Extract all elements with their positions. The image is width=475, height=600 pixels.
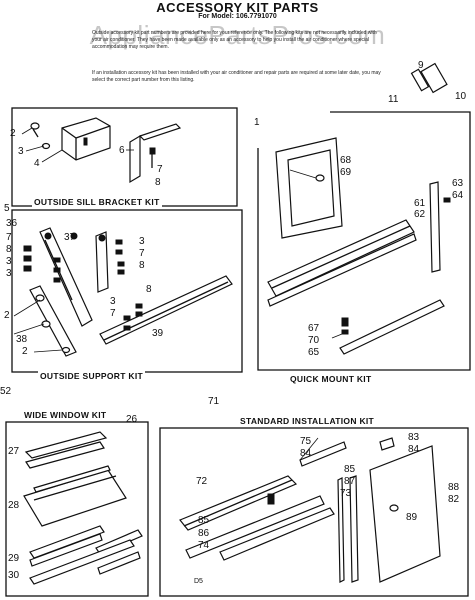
model-number: For Model: 106.7791070: [198, 13, 277, 20]
callout-7-support-c: 7: [110, 308, 116, 319]
callout-72: 72: [196, 476, 208, 487]
callout-38: 38: [16, 334, 28, 345]
callout-69: 69: [340, 167, 352, 178]
callout-8-support-b: 8: [139, 260, 145, 271]
section-title-wide-window: WIDE WINDOW KIT: [22, 410, 109, 420]
callout-4: 4: [34, 158, 40, 169]
sill-bracket-parts: [30, 117, 182, 184]
callout-8-support-c: 8: [146, 284, 152, 295]
callout-2-support-b: 2: [22, 346, 28, 357]
callout-36: 36: [6, 218, 18, 229]
leader-lines: [13, 127, 343, 461]
callout-37: 37: [64, 232, 76, 243]
callout-3-support-d: 3: [6, 268, 12, 279]
section-title-quick-mount: QUICK MOUNT KIT: [290, 374, 372, 384]
callout-84-a: 84: [300, 448, 312, 459]
callout-3-support-c: 3: [110, 296, 116, 307]
callout-3-support-b: 3: [6, 256, 12, 267]
callout-62: 62: [414, 209, 426, 220]
callout-8: 8: [155, 177, 161, 188]
note-paragraph-2: If an installation accessory kit has bee…: [92, 70, 381, 83]
callout-29: 29: [8, 553, 20, 564]
callout-7: 7: [157, 164, 163, 175]
sill-bracket-kit-box: [11, 107, 238, 207]
callout-28: 28: [8, 500, 20, 511]
callout-85-b: 85: [198, 515, 210, 526]
callout-5: 5: [4, 203, 10, 214]
standard-installation-kit-box: [159, 427, 469, 597]
callout-8-support-a: 8: [6, 244, 12, 255]
quick-mount-parts: [267, 62, 451, 355]
callout-64: 64: [452, 190, 464, 201]
callout-87: 87: [344, 476, 356, 487]
callout-9: 9: [418, 60, 424, 71]
section-title-sill-bracket: OUTSIDE SILL BRACKET KIT: [32, 197, 162, 207]
callout-75: 75: [300, 436, 312, 447]
callout-84-b: 84: [408, 444, 420, 455]
section-title-standard-installation: STANDARD INSTALLATION KIT: [238, 416, 377, 426]
callout-6: 6: [119, 145, 125, 156]
callout-63: 63: [452, 178, 464, 189]
callout-11: 11: [388, 94, 399, 105]
callout-7-support-b: 7: [139, 248, 145, 259]
callout-30: 30: [8, 570, 20, 581]
wide-window-kit-box: [5, 421, 149, 597]
callout-88: 88: [448, 482, 460, 493]
support-kit-parts: [23, 227, 233, 357]
standard-kit-parts: [179, 437, 441, 583]
callout-10: 10: [455, 91, 467, 102]
callout-89: 89: [406, 512, 418, 523]
callout-3-support-a: 3: [139, 236, 145, 247]
callout-82: 82: [448, 494, 460, 505]
callout-86: 86: [198, 528, 210, 539]
callout-71: 71: [208, 396, 220, 407]
callout-2: 2: [10, 128, 16, 139]
callout-27: 27: [8, 446, 20, 457]
callout-26: 26: [126, 414, 138, 425]
callout-3: 3: [18, 146, 24, 157]
quick-mount-kit-box: [257, 111, 471, 371]
page-title: ACCESSORY KIT PARTS: [156, 0, 319, 15]
callout-52: 52: [0, 386, 12, 397]
callout-7-support-a: 7: [6, 232, 12, 243]
note-paragraph-1: Outside accessory kit part numbers are p…: [92, 30, 377, 50]
callout-2-support-a: 2: [4, 310, 10, 321]
diagram-code: D5: [194, 578, 203, 585]
callout-68: 68: [340, 155, 352, 166]
callout-73: 73: [340, 488, 352, 499]
watermark-text: AppliancePartsPros.com: [89, 20, 386, 50]
callout-1: 1: [254, 117, 260, 128]
callout-67: 67: [308, 323, 320, 334]
callout-39: 39: [152, 328, 164, 339]
section-title-outside-support: OUTSIDE SUPPORT KIT: [38, 371, 145, 381]
callout-74: 74: [198, 540, 210, 551]
callout-61: 61: [414, 198, 426, 209]
callout-83: 83: [408, 432, 420, 443]
callout-85-a: 85: [344, 464, 356, 475]
wide-window-parts: [23, 431, 143, 585]
callout-70: 70: [308, 335, 320, 346]
callout-65: 65: [308, 347, 320, 358]
